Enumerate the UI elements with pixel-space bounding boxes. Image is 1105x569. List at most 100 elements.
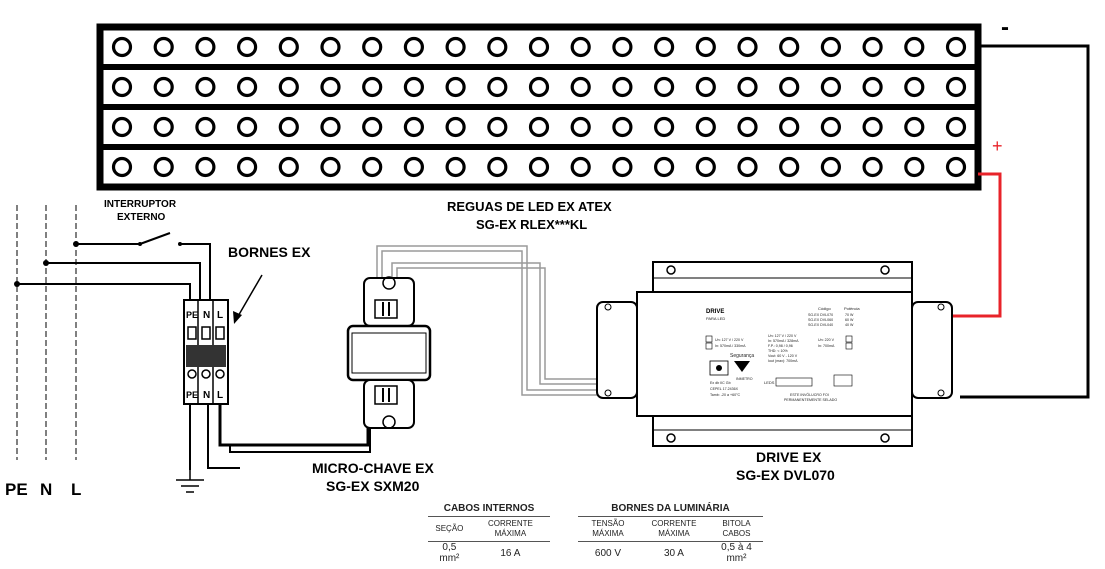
led-circle-icon xyxy=(779,76,800,98)
led-circle-icon xyxy=(445,36,466,58)
negative-symbol: - xyxy=(1001,14,1009,41)
microswitch xyxy=(346,276,432,429)
led-circle-icon xyxy=(195,36,216,58)
led-array-title: REGUAS DE LED EX ATEX xyxy=(447,199,612,214)
plate-seguranca: Segurança xyxy=(730,353,754,359)
led-circle-icon xyxy=(362,76,383,98)
switch-label-line1: INTERRUPTOR xyxy=(104,199,177,210)
led-circle-icon xyxy=(570,36,591,58)
led-circle-icon xyxy=(362,36,383,58)
positive-wire xyxy=(935,172,1002,318)
bornes-header-bitola: BITOLA CABOS xyxy=(709,516,763,542)
led-circle-icon xyxy=(487,76,508,98)
plate-out-2: In: 700mA xyxy=(818,344,835,348)
driver-name: DRIVE EX xyxy=(756,449,822,465)
plate-code-2: SG-EX DVL060 xyxy=(808,318,833,322)
led-circle-icon xyxy=(945,76,967,98)
cabos-table-title: CABOS INTERNOS xyxy=(428,500,550,517)
bornes-value-tensao: 600 V xyxy=(594,547,622,559)
cabos-value-secao: 0,5 mm² xyxy=(439,542,460,564)
terminal-bottom-n: N xyxy=(203,390,210,401)
led-circle-icon xyxy=(820,116,842,138)
led-circles xyxy=(111,36,967,178)
led-circle-icon xyxy=(111,116,133,138)
led-circle-icon xyxy=(695,76,716,98)
led-circle-icon xyxy=(195,76,216,98)
led-circle-icon xyxy=(779,156,800,178)
plate-code-3: SG-EX DVL040 xyxy=(808,323,833,327)
led-circle-icon xyxy=(904,36,925,58)
led-circle-icon xyxy=(278,156,299,178)
n-wire-bottom xyxy=(207,404,240,469)
led-array xyxy=(96,23,982,191)
l-wire-bottom xyxy=(218,404,370,447)
bornes-header-corrente: CORRENTE MÁXIMA xyxy=(637,516,710,542)
wires xyxy=(17,44,1090,470)
cabos-internos-table: CABOS INTERNOS SEÇÃO CORRENTE MÁXIMA 0,5… xyxy=(428,500,550,564)
plate-code-1: SG-EX DVL070 xyxy=(808,313,833,317)
led-circle-icon xyxy=(653,156,675,178)
plate-leds-label: LEDS xyxy=(764,380,775,385)
mains-bus xyxy=(16,205,77,460)
led-circle-icon xyxy=(945,156,967,178)
led-circle-icon xyxy=(820,76,842,98)
bus-label-l: L xyxy=(71,480,81,499)
led-circle-icon xyxy=(862,76,883,98)
plate-input-2: In: 570mA / 330mA xyxy=(715,344,746,348)
led-circle-icon xyxy=(403,116,424,138)
led-circle-icon xyxy=(779,116,800,138)
plate-elec-3: F.P.: 0,98 / 0,96 xyxy=(768,344,793,348)
terminal-block xyxy=(183,299,229,405)
driver-model: SG-EX DVL070 xyxy=(736,467,835,483)
led-circle-icon xyxy=(487,156,508,178)
led-circle-icon xyxy=(278,36,299,58)
led-circle-icon xyxy=(612,116,633,138)
plate-elec-1: Un: 127 V / 220 V xyxy=(768,334,797,338)
led-circle-icon xyxy=(195,116,216,138)
cabos-header-secao: SEÇÃO xyxy=(428,516,471,542)
led-circle-icon xyxy=(820,156,842,178)
led-circle-icon xyxy=(111,36,133,58)
plate-elec-2: In: 570mA / 328mA xyxy=(768,339,799,343)
plate-power-1: 70 W xyxy=(845,313,854,317)
led-circle-icon xyxy=(487,36,508,58)
pe-wire-top xyxy=(17,283,191,300)
led-circle-icon xyxy=(445,116,466,138)
negative-wire xyxy=(960,44,1090,399)
driver-nameplate: DRIVE PARA LED Código Potência SG-EX DVL… xyxy=(705,306,860,402)
led-circle-icon xyxy=(403,156,424,178)
plate-title: DRIVE xyxy=(706,309,724,315)
led-circle-icon xyxy=(195,156,216,178)
cabos-header-corrente: CORRENTE MÁXIMA xyxy=(470,516,550,542)
led-circle-icon xyxy=(737,116,758,138)
led-circle-icon xyxy=(237,76,258,98)
led-circle-icon xyxy=(487,116,508,138)
bornes-luminaria-table: BORNES DA LUMINÁRIA TENSÃO MÁXIMA CORREN… xyxy=(578,500,763,564)
bornes-table-title: BORNES DA LUMINÁRIA xyxy=(578,500,763,517)
n-wire-top xyxy=(46,262,201,300)
plate-elec-6: Iout (max): 700mA xyxy=(768,359,798,363)
bornes-value-corrente: 30 A xyxy=(663,547,684,559)
switch-to-microswitch-wire xyxy=(229,419,382,453)
led-circle-icon xyxy=(904,156,925,178)
led-circle-icon xyxy=(779,36,800,58)
led-circle-icon xyxy=(403,76,424,98)
led-circle-icon xyxy=(862,36,883,58)
led-circle-icon xyxy=(528,156,550,178)
led-circle-icon xyxy=(528,116,550,138)
external-switch[interactable] xyxy=(138,232,182,246)
led-circle-icon xyxy=(278,116,299,138)
led-circle-icon xyxy=(528,76,550,98)
plate-elec-4: THD: < 10% xyxy=(768,349,788,353)
plate-warning-2: PERMANENTEMENTE SELADO xyxy=(784,398,837,402)
driver-box xyxy=(596,261,953,447)
led-circle-icon xyxy=(904,116,925,138)
switch-label-line2: EXTERNO xyxy=(117,212,166,223)
led-circle-icon xyxy=(695,36,716,58)
bus-label-n: N xyxy=(40,480,52,499)
plate-inmetro: INMETRO xyxy=(736,377,753,381)
plate-input-1: Un: 127 V / 220 V xyxy=(715,338,744,342)
plate-out-1: Un: 220 V xyxy=(818,338,835,342)
plate-cert-1: Ex db IIC Gb xyxy=(710,381,731,385)
